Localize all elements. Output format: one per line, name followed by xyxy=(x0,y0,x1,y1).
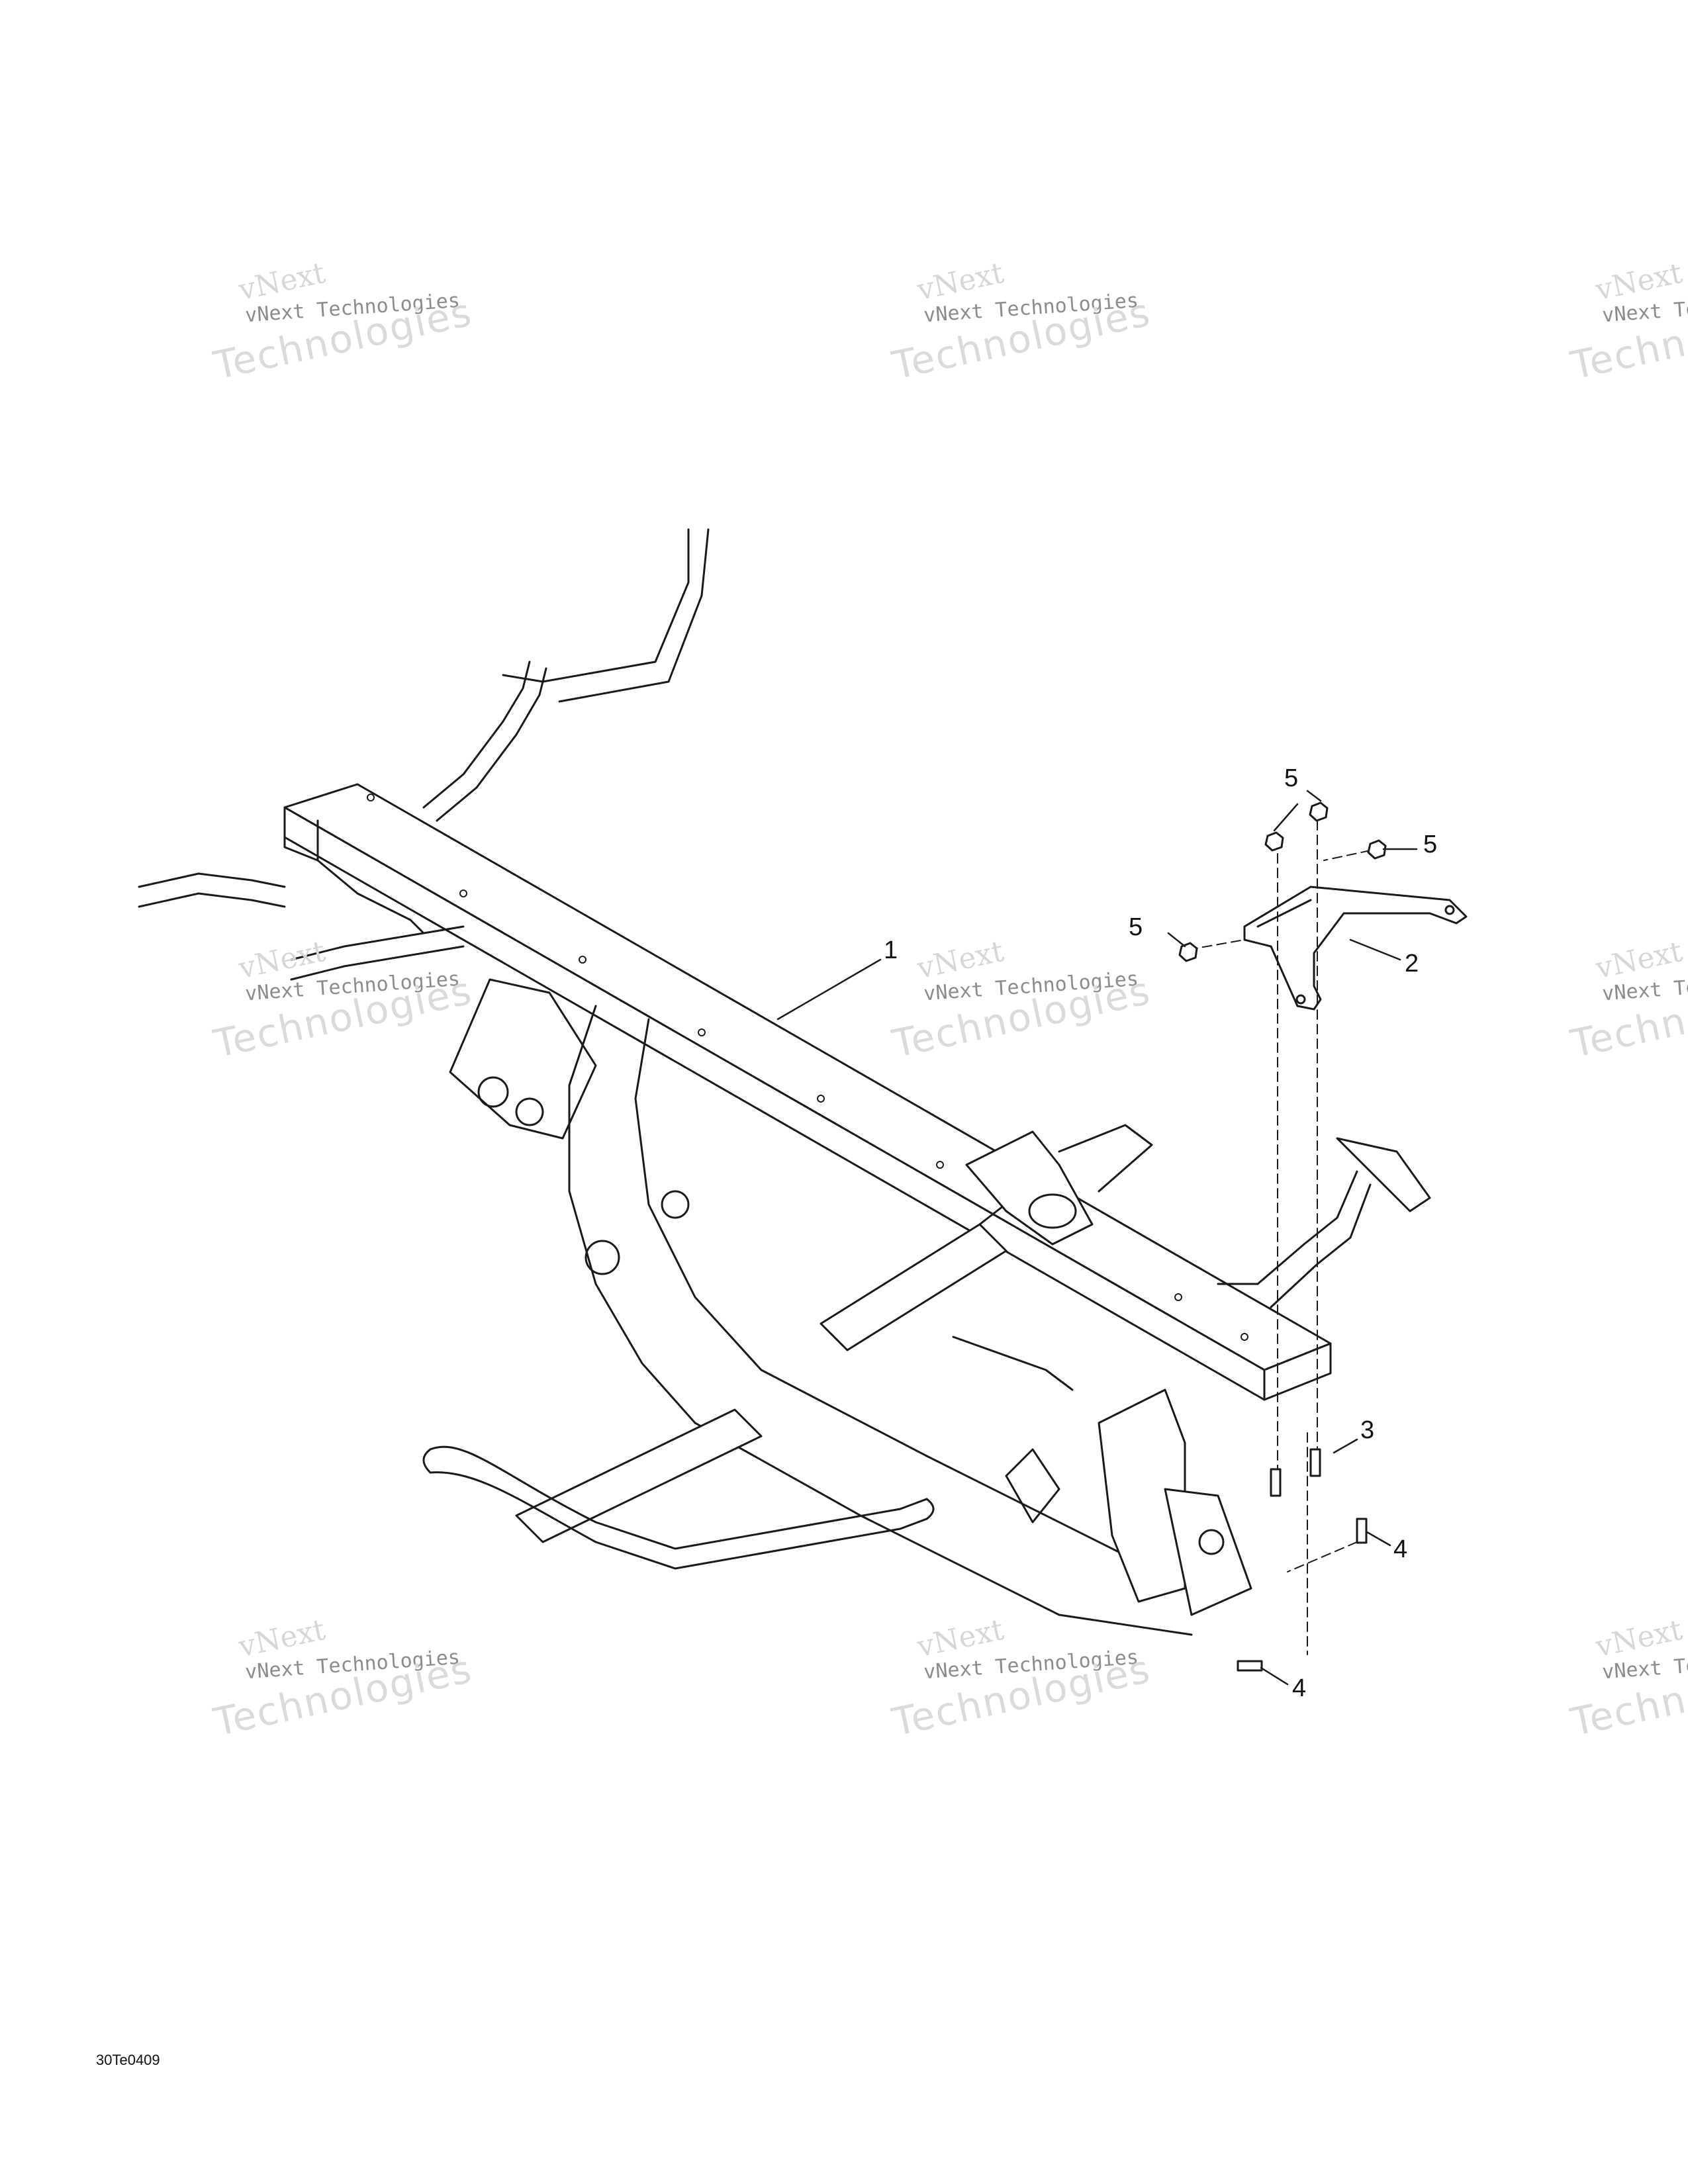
bolt-3a xyxy=(1270,1468,1282,1497)
upper-left-arms xyxy=(138,528,710,981)
bolt-4b xyxy=(1237,1660,1263,1672)
callout-4a: 4 xyxy=(1393,1535,1408,1563)
callout-2: 2 xyxy=(1405,950,1419,978)
bolt-3b xyxy=(1309,1448,1321,1477)
nut-5c xyxy=(1367,839,1387,860)
callout-1: 1 xyxy=(884,936,898,964)
nut-5d xyxy=(1178,942,1198,962)
callout-3: 3 xyxy=(1360,1416,1375,1444)
callout-4b: 4 xyxy=(1292,1674,1307,1702)
callout-5c: 5 xyxy=(1129,913,1143,941)
callout-5b: 5 xyxy=(1423,831,1438,858)
nut-5b xyxy=(1309,801,1329,822)
fasteners xyxy=(1178,801,1387,1672)
front-bumper-tube xyxy=(422,1445,935,1570)
bolt-4a xyxy=(1356,1518,1368,1544)
upper-right-arm xyxy=(1217,1137,1431,1308)
callout-leaders xyxy=(776,790,1418,1686)
main-cross-beam xyxy=(283,783,1332,1401)
center-cross-members xyxy=(515,1124,1153,1543)
figure-code: 30Te0409 xyxy=(96,2052,160,2068)
upper-center-bracket xyxy=(965,1130,1094,1246)
side-frame-rails xyxy=(568,1005,1193,1636)
part-2-bracket xyxy=(1243,886,1468,1011)
nut-5a xyxy=(1264,831,1284,852)
right-front-bracket xyxy=(1005,1388,1252,1616)
callout-5a: 5 xyxy=(1284,764,1299,792)
left-mount-bracket xyxy=(449,978,597,1140)
